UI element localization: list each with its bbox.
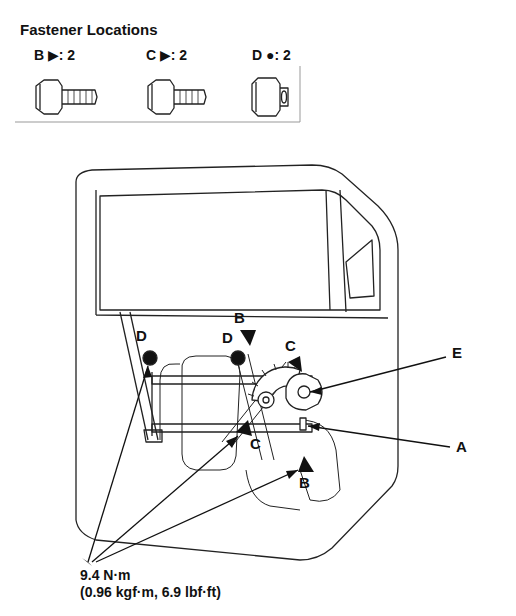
glass-channel — [120, 312, 162, 442]
arrowheads — [143, 366, 322, 479]
callout-letter: C — [250, 436, 261, 453]
nut-mark — [143, 351, 157, 365]
bolt-mark — [236, 420, 252, 436]
door-outline — [76, 165, 398, 560]
legend-frame — [15, 66, 300, 122]
window-frame — [100, 190, 380, 310]
callout-letter: B — [299, 475, 310, 492]
panel-opening — [182, 356, 240, 470]
bolt-mark — [240, 330, 256, 346]
rear-channel — [326, 190, 346, 312]
legend-entry: B ▶: 2 — [34, 48, 75, 63]
leader-line — [88, 357, 450, 562]
callout-letter: E — [452, 345, 462, 362]
legend-entry: D ●: 2 — [252, 48, 291, 63]
callout-letter: D — [136, 328, 147, 345]
flange-bolt-icon — [36, 80, 97, 114]
torque-spec: (0.96 kgf·m, 6.9 lbf·ft) — [80, 585, 221, 600]
legend-heading: Fastener Locations — [20, 22, 158, 39]
torque-spec: 9.4 N·m — [80, 568, 131, 583]
bolt-mark — [288, 356, 302, 372]
callout-letter: C — [285, 338, 296, 355]
callout-letter: B — [234, 310, 245, 327]
bolt-mark — [298, 456, 314, 472]
flange-nut-icon — [252, 78, 288, 116]
callout-letter: D — [222, 330, 233, 347]
callout-letter: A — [456, 439, 467, 456]
legend-entry: C ▶: 2 — [146, 48, 187, 63]
flange-bolt-icon — [148, 80, 206, 114]
nut-mark — [231, 351, 245, 365]
mirror-patch — [346, 240, 374, 298]
window-regulator — [152, 354, 322, 460]
